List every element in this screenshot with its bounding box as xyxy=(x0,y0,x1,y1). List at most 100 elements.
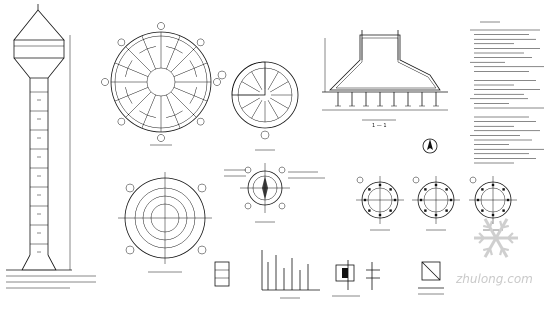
snowflake-logo-icon xyxy=(474,218,518,258)
flake-branch xyxy=(482,247,491,252)
small-plans xyxy=(356,176,517,231)
radial-line xyxy=(267,71,279,90)
radial-line xyxy=(166,94,181,129)
arc-segment xyxy=(189,60,197,77)
radial-line xyxy=(125,46,152,73)
axis-bubble xyxy=(117,38,126,47)
rebar-dot xyxy=(389,209,392,212)
radial-line xyxy=(251,100,263,119)
flake-branch xyxy=(482,224,491,229)
flake-branch xyxy=(488,248,493,256)
radial-line xyxy=(270,97,289,109)
tower-elevation xyxy=(6,4,96,289)
rebar-dot xyxy=(481,209,484,212)
rebar-dot xyxy=(434,213,438,217)
axis-bubble xyxy=(196,117,205,126)
flake-branch xyxy=(507,232,514,239)
rebar-dot xyxy=(434,183,438,187)
axis-bubble xyxy=(213,78,221,86)
section-1-1: 1 — 1 xyxy=(322,30,448,129)
rebar-dot xyxy=(368,209,371,212)
small-plan-bubble xyxy=(356,176,364,184)
watermark-site: zhulong.com xyxy=(455,272,533,286)
steel-bars xyxy=(267,255,309,290)
tower-base xyxy=(21,254,57,271)
flake-branch xyxy=(478,237,485,244)
shaft-rings xyxy=(30,91,48,253)
radial-line xyxy=(141,35,156,70)
radial-line xyxy=(267,100,279,119)
rebar-dot xyxy=(491,213,495,217)
rebar-dot xyxy=(502,209,505,212)
radial-line xyxy=(125,91,152,118)
design-notes xyxy=(470,21,544,164)
foundation-plan xyxy=(118,172,212,273)
rebar-dot xyxy=(378,213,382,217)
rebar-dot xyxy=(502,188,505,191)
flake-branch xyxy=(499,220,504,228)
radial-line xyxy=(251,71,263,90)
tank-plan xyxy=(217,61,299,151)
flake-branch xyxy=(488,220,493,228)
flake-arm xyxy=(483,237,498,258)
axis-bubble xyxy=(196,38,205,47)
roof-plan-radials xyxy=(111,32,211,132)
flake-arm xyxy=(494,218,509,239)
rebar-dot xyxy=(378,183,382,187)
flake-arm xyxy=(483,218,498,239)
flake-branch xyxy=(478,232,485,239)
rebar-dot xyxy=(368,188,371,191)
arc-segment xyxy=(125,87,133,104)
arc-segment xyxy=(139,110,156,118)
flake-branch xyxy=(499,248,504,256)
radial-line xyxy=(241,97,260,109)
small-plan-bubble xyxy=(469,176,477,184)
flake-arm xyxy=(494,237,509,258)
small-plan-bubble xyxy=(412,176,420,184)
north-arrow-icon xyxy=(422,138,438,154)
watermark: zhulong.com xyxy=(455,218,533,286)
ring-detail xyxy=(240,163,290,223)
radial-line xyxy=(114,87,149,102)
flake-branch xyxy=(501,224,510,229)
rebar-dot xyxy=(389,188,392,191)
radial-line xyxy=(170,46,197,73)
rebar-dot xyxy=(424,209,427,212)
axis-bubble xyxy=(157,22,165,30)
radial-line xyxy=(166,35,181,70)
arc-segment xyxy=(166,46,183,54)
foundation-piles xyxy=(335,92,439,107)
radial-line xyxy=(141,94,156,129)
tower-tank xyxy=(13,40,65,59)
flake-branch xyxy=(507,237,514,244)
arc-segment xyxy=(166,110,183,118)
tank-cone xyxy=(13,57,65,79)
rebar-dot xyxy=(363,198,367,202)
radial-line xyxy=(173,62,208,77)
rebar-dot xyxy=(445,209,448,212)
arc-segment xyxy=(139,46,156,54)
rebar-dot xyxy=(393,198,397,202)
rebar-dot xyxy=(445,188,448,191)
radial-line xyxy=(270,81,289,93)
radial-line xyxy=(170,91,197,118)
arc-segment xyxy=(125,60,133,77)
callout-notes xyxy=(224,169,325,179)
tower-roof xyxy=(13,9,65,41)
rebar-dot xyxy=(481,188,484,191)
radial-line xyxy=(241,81,260,93)
rebar-dot xyxy=(506,198,510,202)
flake-branch xyxy=(501,247,510,252)
roof-plan xyxy=(101,22,221,146)
rebar-dot xyxy=(424,188,427,191)
axis-bubble xyxy=(117,117,126,126)
rebar-dot xyxy=(491,183,495,187)
axis-bubble xyxy=(157,134,165,142)
tower-notes xyxy=(6,275,96,289)
section-label: 1 — 1 xyxy=(372,123,387,129)
radial-line xyxy=(173,87,208,102)
axis-bubble xyxy=(101,78,109,86)
radial-line xyxy=(114,62,149,77)
